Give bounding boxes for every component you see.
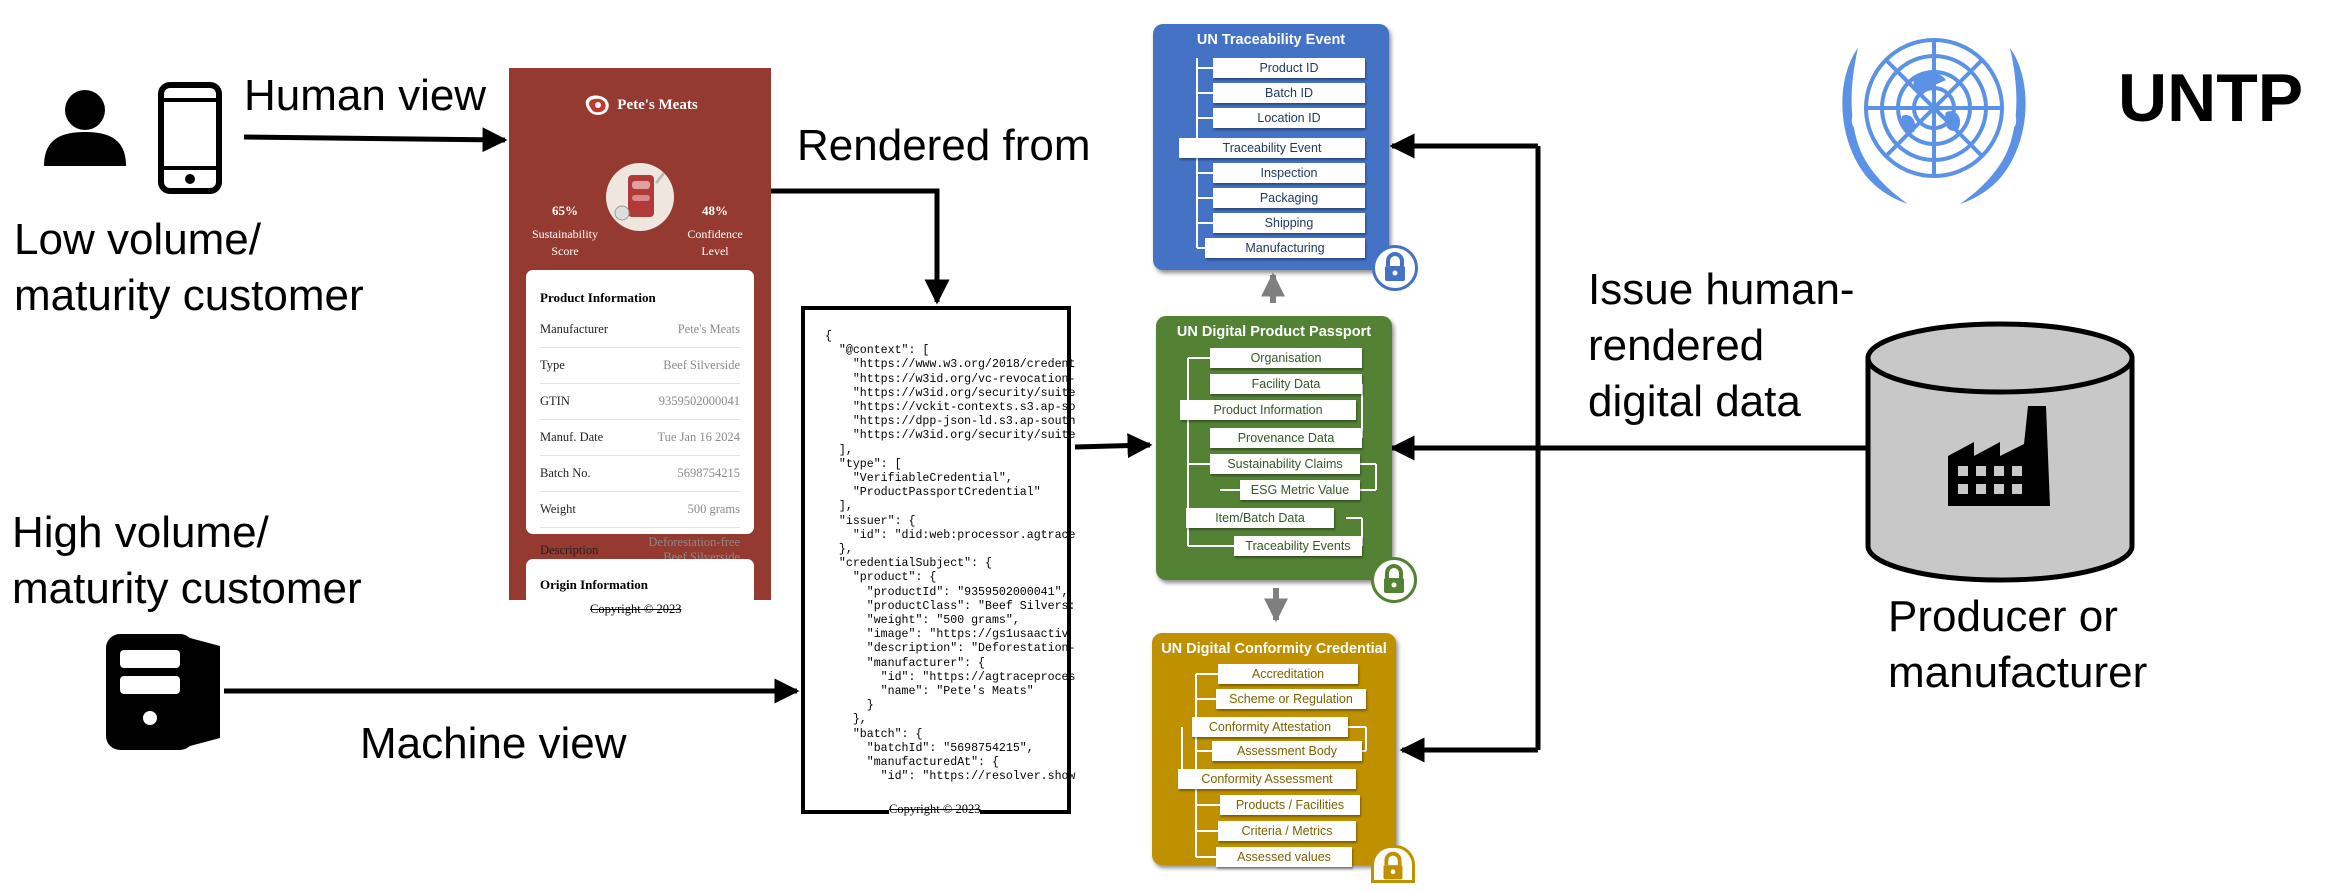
product-info-key: Batch No.	[540, 466, 591, 480]
low-volume-customer-label: Low volume/ maturity customer	[14, 215, 364, 320]
product-information-card: Product Information Manufacturer Pete's M…	[526, 270, 754, 564]
product-info-key: Weight	[540, 502, 576, 516]
un-emblem-icon	[1842, 38, 2026, 204]
event-item: Traceability Event	[1179, 138, 1365, 158]
sustainability-score: 65% Sustainability Score	[525, 168, 605, 277]
un-traceability-event-block: UN Traceability Event Product ID Batch ID…	[1153, 24, 1389, 270]
factory-icon	[1948, 406, 2050, 506]
passport-tree-lines	[1180, 357, 1377, 547]
human-view-label: Human view	[244, 71, 487, 120]
person-icon	[44, 90, 126, 166]
steak-logo-icon	[585, 95, 610, 115]
issue-digital-data-label: Issue human- rendered digital data	[1588, 265, 1855, 426]
un-traceability-event-title: UN Traceability Event	[1196, 32, 1346, 48]
json-credential-panel: { "@context": [ "https://www.w3.org/2018…	[801, 306, 1075, 817]
passport-item: Traceability Events	[1234, 536, 1362, 556]
passport-item: Product Information	[1180, 400, 1356, 420]
product-info-key: Type	[540, 358, 565, 372]
product-info-value: 9359502000041	[658, 394, 740, 408]
json-copyright: Copyright © 2023	[889, 802, 981, 817]
smartphone-icon	[158, 82, 222, 194]
webpage-brand: Pete's Meats	[509, 93, 771, 117]
untp-title: UNTP	[2118, 60, 2304, 136]
conformity-item: Assessment Body	[1212, 741, 1362, 761]
conformity-item: Conformity Assessment	[1178, 769, 1356, 789]
product-info-value: Tue Jan 16 2024	[657, 430, 740, 444]
producer-label: Producer or manufacturer	[1888, 592, 2148, 697]
conformity-item: Scheme or Regulation	[1216, 689, 1366, 709]
json-to-passport-arrow	[1074, 433, 1153, 459]
product-info-row: Type Beef Silverside	[540, 348, 740, 384]
product-info-row: Weight 500 grams	[540, 492, 740, 528]
desktop-computer-icon	[106, 634, 220, 750]
event-item: Shipping	[1213, 213, 1365, 233]
human-view-arrow	[243, 127, 508, 153]
passport-item: Facility Data	[1210, 374, 1362, 394]
product-info-row: Manuf. Date Tue Jan 16 2024	[540, 420, 740, 456]
product-info-value: Beef Silverside	[663, 358, 740, 372]
un-digital-product-passport-block: UN Digital Product Passport Organisation…	[1156, 316, 1392, 580]
conformity-item: Conformity Attestation	[1192, 717, 1348, 737]
padlock-icon	[1372, 245, 1418, 291]
product-image	[606, 163, 674, 231]
passport-item: Sustainability Claims	[1210, 454, 1360, 474]
passport-item: Organisation	[1210, 348, 1362, 368]
webpage-footer	[507, 600, 773, 622]
event-tree-lines	[1196, 58, 1213, 249]
high-volume-customer-label: High volume/ maturity customer	[12, 508, 362, 613]
json-credential-text: { "@context": [ "https://www.w3.org/2018…	[825, 330, 1076, 784]
confidence-level-label: Confidence Level	[687, 227, 743, 258]
event-item: Packaging	[1213, 188, 1365, 208]
product-information-title: Product Information	[540, 290, 656, 305]
product-info-key: Description	[540, 542, 599, 557]
webpage-brand-name: Pete's Meats	[617, 96, 698, 113]
steak-photo-icon	[614, 172, 666, 221]
confidence-level-value: 48%	[702, 203, 728, 218]
conformity-item: Criteria / Metrics	[1218, 821, 1356, 841]
un-digital-product-passport-title: UN Digital Product Passport	[1176, 324, 1372, 340]
product-info-row: Batch No. 5698754215	[540, 456, 740, 492]
passport-item: Provenance Data	[1210, 428, 1362, 448]
machine-view-label: Machine view	[360, 719, 627, 768]
event-item: Product ID	[1213, 58, 1365, 78]
passport-item: Item/Batch Data	[1186, 508, 1334, 528]
product-info-value: 5698754215	[677, 466, 741, 480]
event-item: Location ID	[1213, 108, 1365, 128]
padlock-icon	[1371, 845, 1415, 883]
event-item: Batch ID	[1213, 83, 1365, 103]
product-info-key: Manufacturer	[540, 322, 609, 336]
product-info-row: GTIN 9359502000041	[540, 384, 740, 420]
sustainability-score-label: Sustainability Score	[532, 227, 598, 258]
rendered-from-arrow	[771, 188, 950, 305]
confidence-level: 48% Confidence Level	[675, 168, 755, 277]
webpage-copyright: Copyright © 2023	[590, 602, 682, 616]
rendered-product-webpage: Pete's Meats 65% Sustainability Score 48%…	[509, 68, 771, 619]
passport-item: ESG Metric Value	[1240, 480, 1360, 500]
product-info-value: 500 grams	[687, 502, 740, 516]
sustainability-score-value: 65%	[552, 203, 578, 218]
rendered-from-label: Rendered from	[797, 121, 1091, 170]
product-info-key: Manuf. Date	[540, 430, 604, 444]
un-digital-conformity-credential-title: UN Digital Conformity Credential	[1161, 641, 1387, 657]
conformity-item: Products / Facilities	[1220, 795, 1360, 815]
conformity-item: Assessed values	[1216, 847, 1352, 867]
product-info-value: Pete's Meats	[677, 322, 740, 336]
origin-information-title: Origin Information	[540, 577, 648, 592]
conformity-item: Accreditation	[1218, 664, 1358, 684]
event-item: Inspection	[1213, 163, 1365, 183]
un-digital-conformity-credential-block: UN Digital Conformity Credential Accredi…	[1152, 633, 1396, 867]
padlock-icon	[1371, 557, 1417, 603]
product-info-key: GTIN	[540, 394, 570, 408]
event-item: Manufacturing	[1205, 238, 1365, 258]
product-info-row: Manufacturer Pete's Meats	[540, 312, 740, 348]
